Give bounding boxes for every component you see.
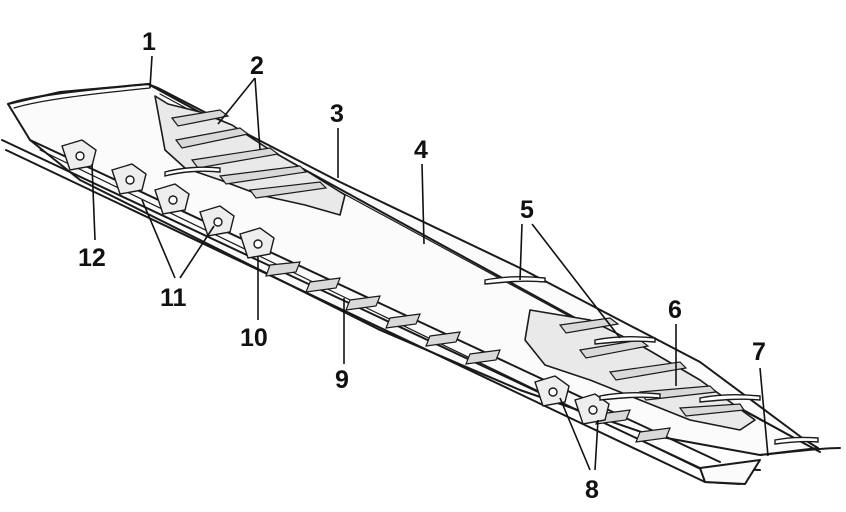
callout-10: 10: [240, 324, 268, 352]
hinge-fitting: [239, 227, 275, 259]
callout-12: 12: [78, 244, 106, 272]
callout-8: 8: [585, 476, 599, 504]
surface-flanges: [164, 166, 819, 445]
callout-4: 4: [414, 136, 428, 164]
cutaway-front: [154, 95, 346, 216]
callout-3: 3: [330, 100, 344, 128]
hinge-fittings: [61, 139, 610, 425]
callout-labels: 1 2 3 4 5 6 7 8 9 10 11 12: [78, 28, 766, 504]
hinge-fitting: [111, 163, 147, 195]
cutaway-rear: [524, 309, 756, 431]
callout-11: 11: [160, 284, 187, 312]
hinge-fitting: [61, 139, 97, 171]
hinge-fitting: [154, 183, 190, 215]
callout-7: 7: [752, 338, 766, 366]
callout-5: 5: [520, 196, 534, 224]
lower-lattice: [265, 261, 671, 443]
leader-lines: [91, 55, 769, 471]
callout-9: 9: [335, 366, 349, 394]
hinge-fitting: [199, 205, 235, 237]
callout-1: 1: [142, 28, 156, 56]
callout-6: 6: [668, 296, 682, 324]
hinge-fitting: [574, 393, 610, 425]
callout-2: 2: [250, 52, 264, 80]
